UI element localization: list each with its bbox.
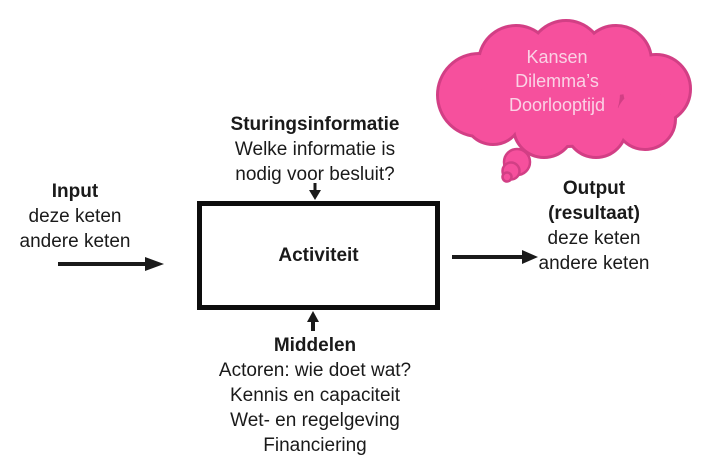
middelen-title: Middelen bbox=[273, 335, 357, 356]
cloud-line: Dilemma’s bbox=[515, 71, 599, 91]
input-line: deze keten bbox=[28, 206, 122, 227]
input-title: Input bbox=[51, 181, 99, 202]
middelen-line: Financiering bbox=[263, 435, 367, 456]
output-line: deze keten bbox=[547, 228, 641, 249]
input-line: andere keten bbox=[19, 231, 131, 252]
cloud-line: Kansen bbox=[526, 47, 588, 67]
sturingsinformatie-line: Welke informatie is bbox=[234, 139, 396, 160]
sturingsinformatie-title: Sturingsinformatie bbox=[230, 114, 400, 135]
input-arrow bbox=[58, 257, 164, 271]
sturingsinformatie-block: Sturingsinformatie Welke informatie is n… bbox=[190, 112, 440, 187]
activity-label: Activiteit bbox=[278, 244, 359, 266]
output-subtitle: (resultaat) bbox=[548, 203, 640, 224]
thought-cloud bbox=[436, 19, 692, 183]
output-block: Output (resultaat) deze keten andere ket… bbox=[519, 176, 669, 276]
middelen-line: Actoren: wie doet wat? bbox=[218, 360, 412, 381]
middelen-line: Kennis en capaciteit bbox=[229, 385, 401, 406]
output-title: Output bbox=[562, 178, 626, 199]
cloud-body bbox=[439, 22, 689, 156]
cloud-line: Doorlooptijd bbox=[508, 95, 606, 115]
input-block: Input deze keten andere keten bbox=[0, 179, 150, 254]
middelen-block: Middelen Actoren: wie doet wat? Kennis e… bbox=[165, 333, 465, 458]
cloud-text: Kansen Dilemma’s Doorlooptijd bbox=[469, 45, 645, 117]
middelen-up-arrow bbox=[307, 311, 319, 331]
sturingsinformatie-line: nodig voor besluit? bbox=[235, 164, 395, 185]
cloud-tail bbox=[501, 147, 532, 183]
output-line: andere keten bbox=[538, 253, 650, 274]
middelen-line: Wet- en regelgeving bbox=[230, 410, 400, 431]
activity-box: Activiteit bbox=[197, 201, 440, 310]
